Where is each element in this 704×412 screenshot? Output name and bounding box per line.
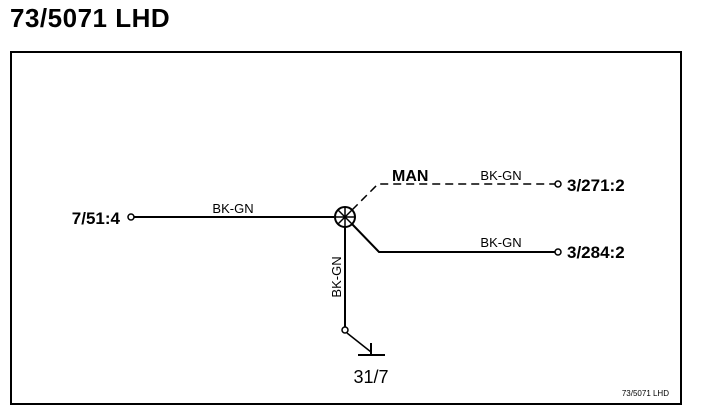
ground-label: 31/7 xyxy=(353,367,388,387)
wire-right-top-optional xyxy=(351,183,555,211)
footer-diagram-id: 73/5071 LHD xyxy=(622,389,669,398)
connector-pin-left xyxy=(127,213,135,221)
option-label-man: MAN xyxy=(392,168,428,185)
wire-color-vertical: BK-GN xyxy=(329,256,344,297)
diagram-frame xyxy=(10,51,682,405)
page-title: 73/5071 LHD xyxy=(10,3,171,33)
connector-pin-right-bottom xyxy=(554,248,562,256)
connector-label-right-bottom: 3/284:2 xyxy=(567,243,625,262)
connector-label-left: 7/51:4 xyxy=(72,209,121,228)
connector-pin-right-top xyxy=(554,180,562,188)
wire-right-bottom xyxy=(351,223,555,253)
wire-color-left: BK-GN xyxy=(212,201,253,216)
splice-node xyxy=(334,206,356,228)
connector-label-right-top: 3/271:2 xyxy=(567,176,625,195)
ground-icon xyxy=(341,326,385,356)
wire-color-right-bottom: BK-GN xyxy=(480,235,521,250)
wire-color-right-top: BK-GN xyxy=(480,168,521,183)
